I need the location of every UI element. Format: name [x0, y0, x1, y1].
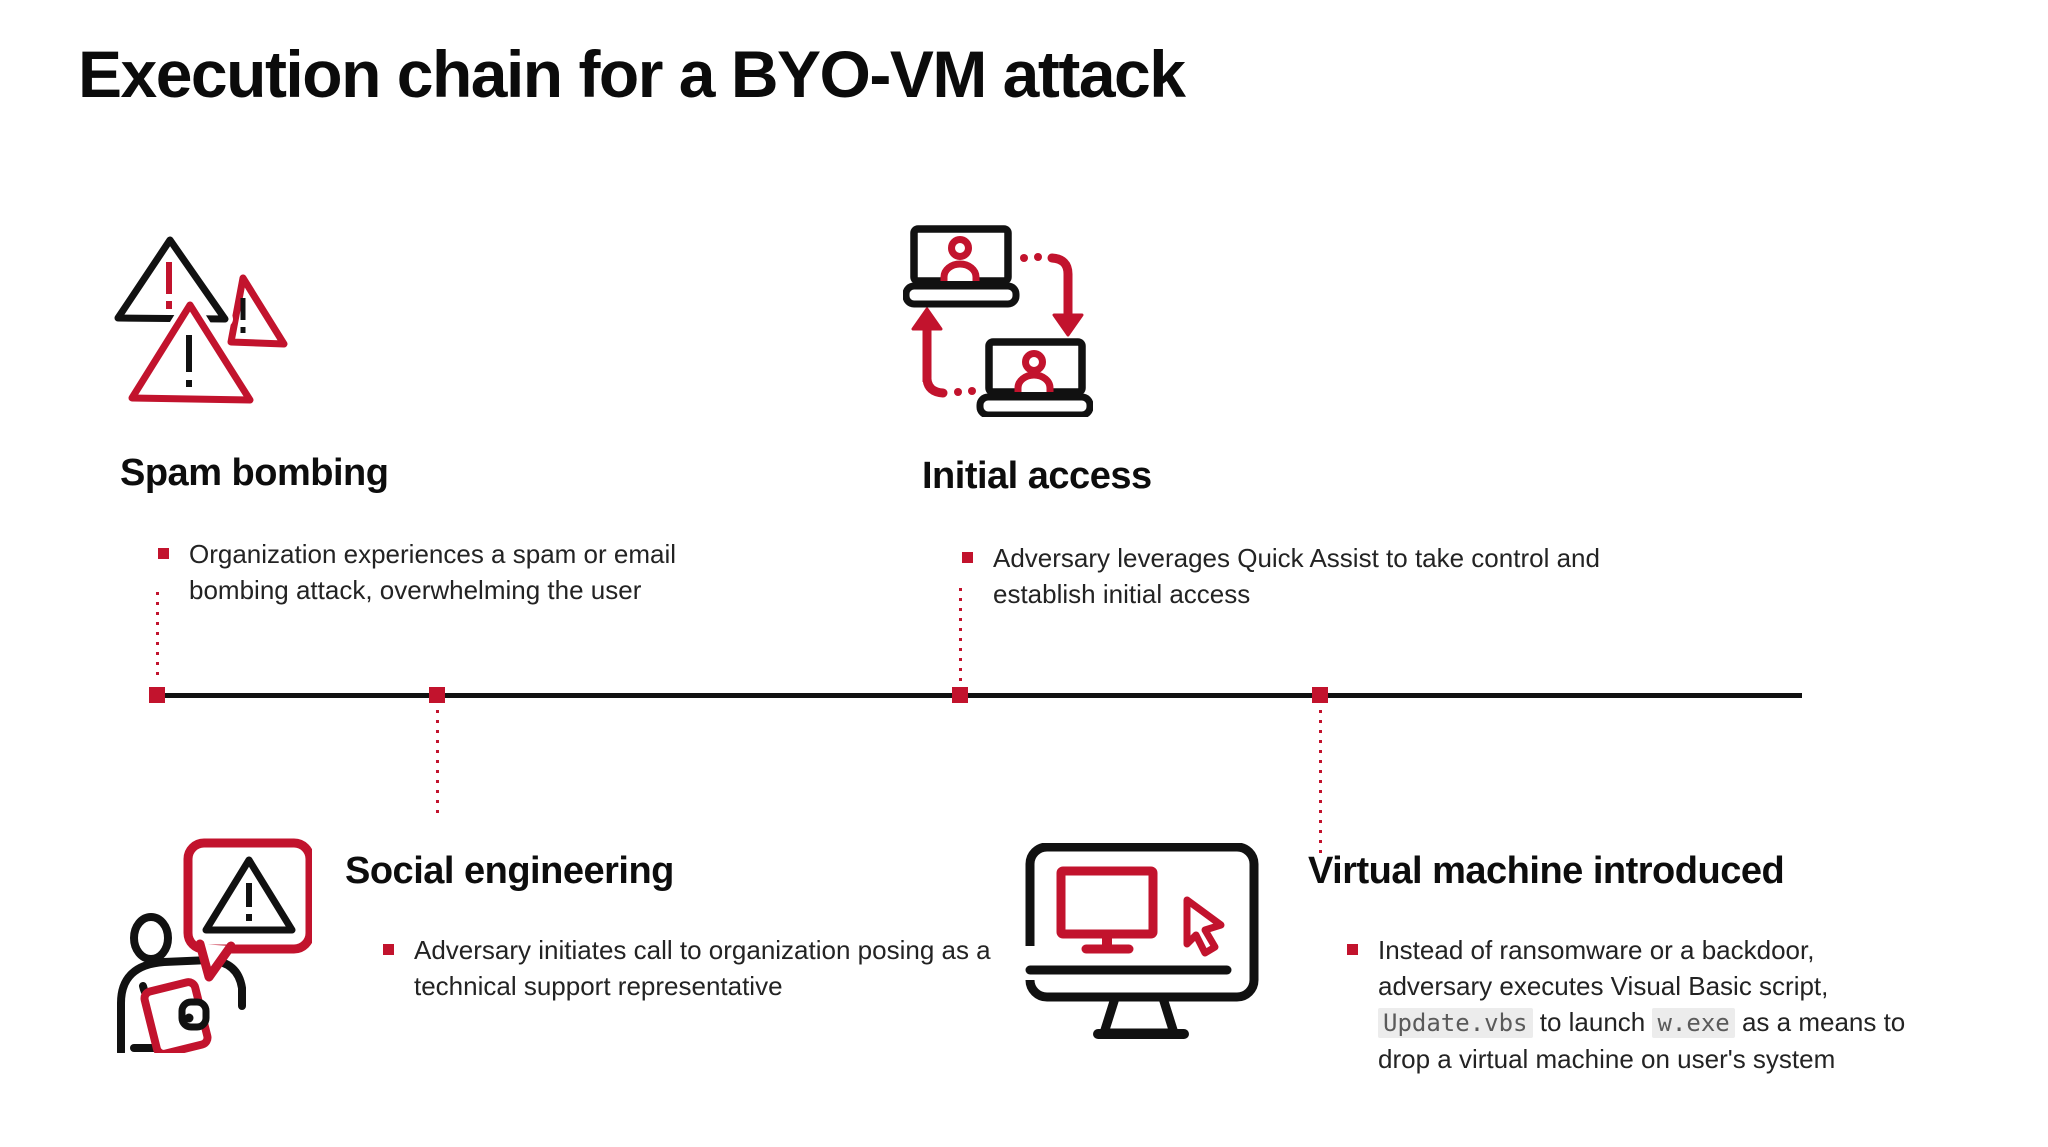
page-title: Execution chain for a BYO-VM attack: [78, 37, 1186, 111]
stage-bullet-spam-bombing: Organization experiences a spam or email…: [158, 536, 718, 608]
timeline-marker-1: [149, 687, 165, 703]
stage-heading-social-engineering: Social engineering: [345, 850, 674, 892]
timeline-marker-2: [429, 687, 445, 703]
connector-spam-bombing: [155, 592, 159, 682]
stage-initial-access: [903, 222, 1093, 417]
bullet-text: Instead of ransomware or a backdoor, adv…: [1378, 932, 1927, 1077]
support-call-person-icon: [117, 838, 312, 1053]
stage-heading-virtual-machine: Virtual machine introduced: [1308, 850, 1785, 892]
stage-virtual-machine: [1025, 843, 1260, 1043]
bullet-square-icon: [962, 552, 973, 563]
bullet-text-mid: to launch: [1532, 1007, 1653, 1037]
bullet-text-pre: Instead of ransomware or a backdoor, adv…: [1378, 935, 1829, 1001]
bullet-text-post: as a means to drop a virtual machine on …: [1378, 1007, 1906, 1074]
connector-initial-access: [958, 588, 962, 682]
timeline-marker-3: [952, 687, 968, 703]
timeline-line: [152, 693, 1802, 698]
computer-cursor-icon: [1025, 843, 1259, 1039]
bullet-square-icon: [158, 548, 169, 559]
stage-heading-spam-bombing: Spam bombing: [120, 452, 389, 494]
warning-triangles-icon: [110, 232, 288, 407]
stage-bullet-initial-access: Adversary leverages Quick Assist to take…: [962, 540, 1662, 612]
connector-social-engineering: [435, 710, 439, 814]
code-chip-update-vbs: Update.vbs: [1378, 1008, 1533, 1038]
remote-session-laptops-icon: [903, 225, 1093, 417]
bullet-square-icon: [383, 944, 394, 955]
stage-spam-bombing: [108, 232, 288, 407]
bullet-text: Adversary leverages Quick Assist to take…: [993, 543, 1600, 609]
code-chip-w-exe: w.exe: [1652, 1008, 1735, 1038]
stage-bullet-virtual-machine: Instead of ransomware or a backdoor, adv…: [1347, 932, 1927, 1077]
stage-bullet-social-engineering: Adversary initiates call to organization…: [383, 932, 1023, 1004]
bullet-text: Adversary initiates call to organization…: [414, 935, 991, 1001]
connector-virtual-machine: [1318, 710, 1322, 855]
bullet-square-icon: [1347, 944, 1358, 955]
stage-social-engineering: [112, 838, 312, 1053]
stage-heading-initial-access: Initial access: [922, 455, 1152, 497]
bullet-text: Organization experiences a spam or email…: [189, 539, 677, 605]
timeline-marker-4: [1312, 687, 1328, 703]
